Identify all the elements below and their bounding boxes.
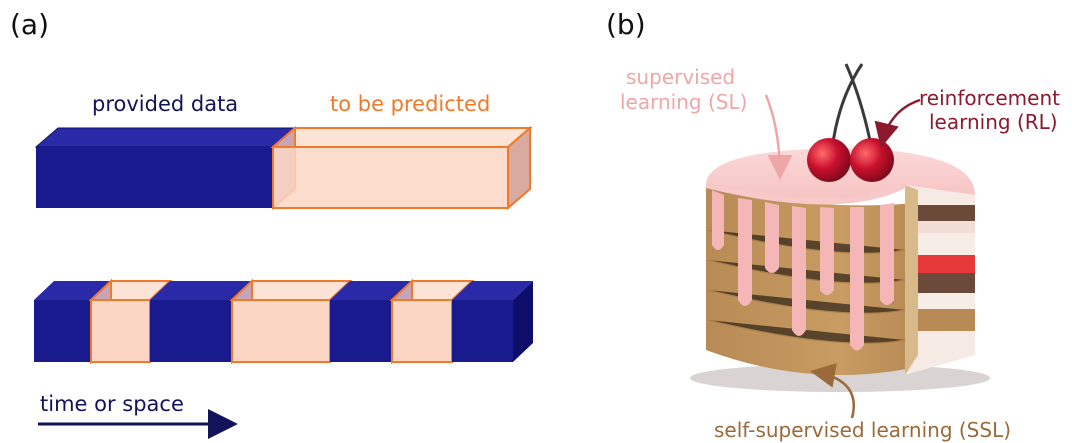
provided-seg-2-front (150, 300, 232, 362)
provided-data-label: provided data (92, 92, 239, 116)
icing-rim (705, 182, 907, 205)
ssl-arrow (810, 363, 855, 419)
sl-arrow (764, 94, 793, 180)
sl-label-line2: learning (SL) (620, 90, 748, 114)
panel-b-label: (b) (606, 8, 646, 41)
icing-drips (712, 190, 894, 351)
slice-layer-jam (918, 255, 975, 273)
slice-layer-chocolate-1 (918, 205, 975, 221)
rl-label-line1: reinforcement (919, 86, 1060, 110)
provided-seg-4-top (452, 281, 533, 300)
rl-label-line2: learning (RL) (929, 110, 1058, 134)
slice-layer-sponge-2 (918, 293, 975, 309)
rl-arrow (874, 98, 921, 148)
predicted-block-top (270, 127, 533, 148)
cherry-stem-right (844, 63, 874, 151)
slice-layer-sponge-1 (918, 233, 975, 255)
provided-seg-2-top (150, 281, 252, 300)
ssl-label: self-supervised learning (SSL) (714, 418, 1012, 442)
provided-seg-3-front (330, 300, 392, 362)
cherry-left (807, 138, 851, 182)
sl-label-line1: supervised (626, 65, 736, 89)
predicted-seg-3-front (391, 299, 453, 363)
time-or-space-label: time or space (40, 392, 184, 416)
slice-layer-base (918, 309, 975, 331)
provided-block-top (34, 127, 297, 148)
cherry-stem-left (830, 63, 864, 151)
to-be-predicted-label: to be predicted (330, 92, 491, 116)
cake-illustration (690, 63, 990, 392)
provided-seg-4-right (513, 281, 533, 362)
panel-a-label: (a) (10, 8, 50, 41)
slice-layer-chocolate-2 (918, 273, 975, 293)
provided-seg-3-top (330, 281, 412, 300)
top-bar (34, 125, 533, 211)
provided-block-front (36, 147, 273, 208)
slice-layer-cream-1 (918, 221, 975, 233)
predicted-block-right-face (507, 125, 531, 211)
predicted-block-front (272, 146, 509, 209)
provided-seg-4-front (452, 300, 513, 362)
cherry-right (850, 138, 894, 182)
predicted-seg-2-front (231, 299, 331, 363)
slice-inner-face (905, 185, 918, 375)
provided-seg-1-top (34, 281, 111, 300)
bottom-bar (34, 278, 533, 365)
predicted-seg-1-front (90, 299, 151, 363)
provided-seg-1-front (34, 300, 91, 362)
